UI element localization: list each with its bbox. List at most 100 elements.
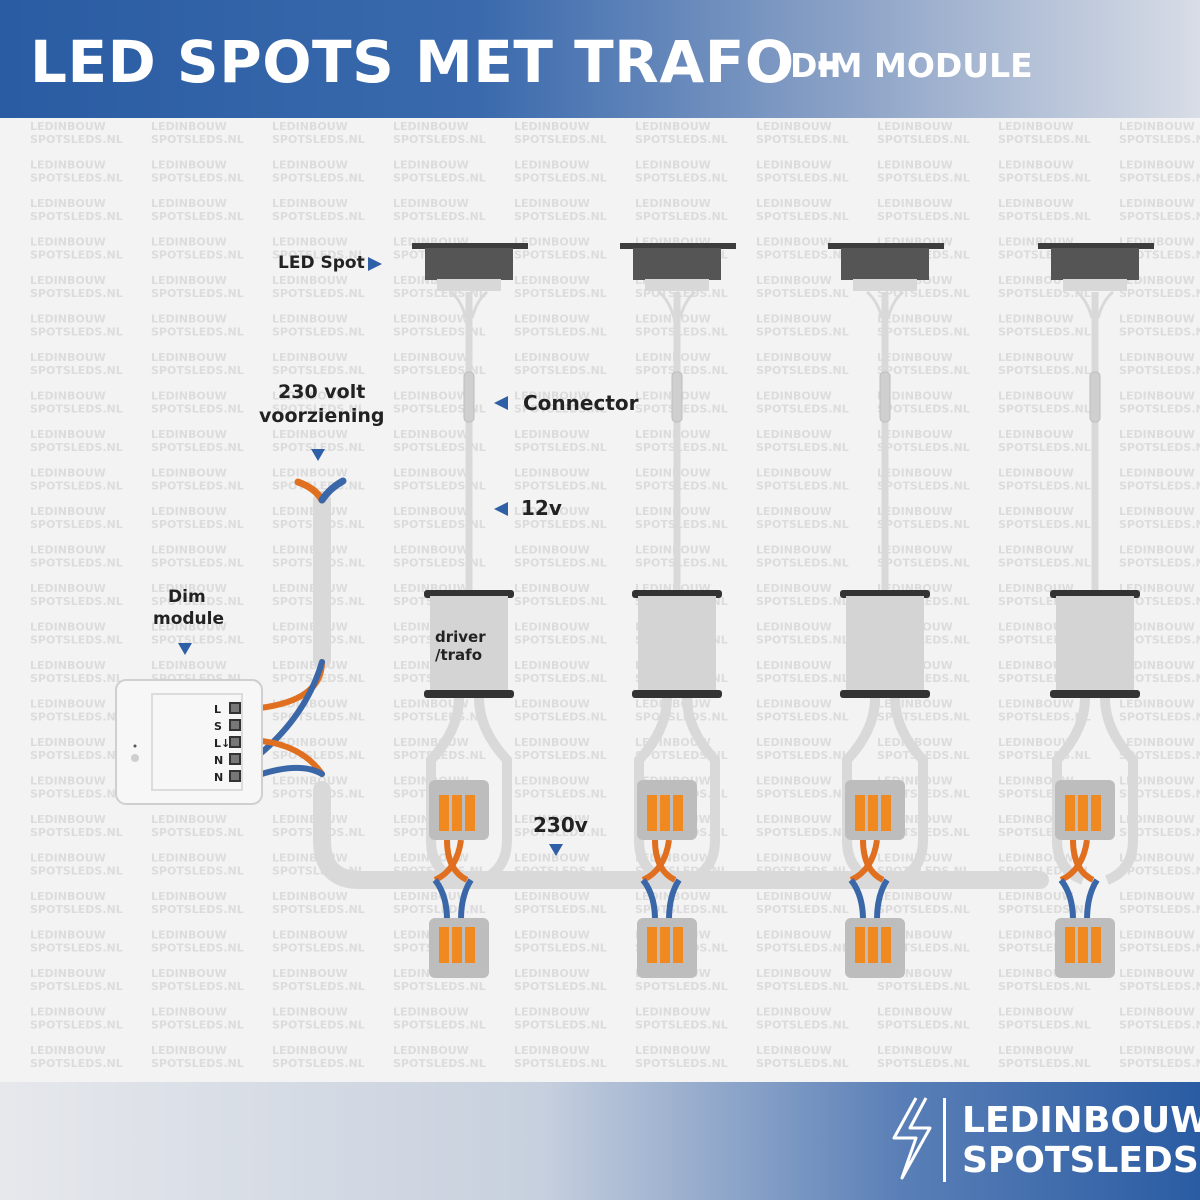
driver-cap-bottom [840,690,930,698]
watermark-text: LEDINBOUW [877,467,953,480]
watermark-text: LEDINBOUW [151,313,227,326]
watermark-text: SPOTSLEDS.NL [151,287,244,300]
watermark-text: LEDINBOUW [272,1044,348,1057]
watermark-text: SPOTSLEDS.NL [151,826,244,839]
watermark-text: LEDINBOUW [756,197,832,210]
watermark-text: SPOTSLEDS.NL [756,287,849,300]
watermark-text: LEDINBOUW [756,736,832,749]
watermark-text: LEDINBOUW [756,582,832,595]
watermark-text: SPOTSLEDS.NL [272,287,365,300]
watermark-text: LEDINBOUW [877,159,953,172]
dim-module-terminals: LSL↓NN [214,702,241,784]
watermark-text: SPOTSLEDS.NL [877,210,970,223]
watermark-text: SPOTSLEDS.NL [272,210,365,223]
mains-cable [313,491,1049,889]
watermark-text: SPOTSLEDS.NL [272,903,365,916]
watermark-text: LEDINBOUW [151,120,227,133]
watermark-text: SPOTSLEDS.NL [1119,942,1200,955]
spot-lead-wires [450,290,488,319]
watermark-text: LEDINBOUW [514,1006,590,1019]
watermark-text: LEDINBOUW [756,236,832,249]
page-title: LED SPOTS MET TRAFO - [30,28,840,96]
watermark-text: SPOTSLEDS.NL [272,980,365,993]
watermark-text: LEDINBOUW [1119,621,1195,634]
watermark-text: SPOTSLEDS.NL [1119,287,1200,300]
watermark-text: LEDINBOUW [1119,313,1195,326]
watermark-text: SPOTSLEDS.NL [756,403,849,416]
watermark-text: SPOTSLEDS.NL [30,826,123,839]
watermark-text: SPOTSLEDS.NL [30,403,123,416]
watermark-text: LEDINBOUW [151,967,227,980]
watermark-text: LEDINBOUW [514,929,590,942]
watermark-text: LEDINBOUW [756,852,832,865]
watermark-text: LEDINBOUW [30,582,106,595]
watermark-text: LEDINBOUW [635,505,711,518]
watermark-text: SPOTSLEDS.NL [30,364,123,377]
watermark-text: LEDINBOUW [30,467,106,480]
wago-lever [881,927,891,963]
terminal-label: N [214,754,223,767]
watermark-text: SPOTSLEDS.NL [151,1057,244,1070]
wago-lever [868,795,878,831]
watermark-text: SPOTSLEDS.NL [151,865,244,878]
watermark-text: LEDINBOUW [998,120,1074,133]
led-spot-rim [828,243,944,249]
driver-cap-bottom [424,690,514,698]
watermark-text: LEDINBOUW [635,428,711,441]
watermark-text: LEDINBOUW [1119,929,1195,942]
watermark-text: SPOTSLEDS.NL [151,634,244,647]
watermark-text: LEDINBOUW [514,852,590,865]
watermark-text: LEDINBOUW [151,505,227,518]
watermark-text: LEDINBOUW [30,659,106,672]
watermark-text: SPOTSLEDS.NL [30,480,123,493]
watermark-text: LEDINBOUW [151,813,227,826]
watermark-text: LEDINBOUW [998,967,1074,980]
led-spot-label: LED Spot [278,253,365,273]
watermark-text: SPOTSLEDS.NL [514,518,607,531]
spot-lead-wires [1076,290,1114,319]
terminal-label: L↓ [214,737,230,750]
watermark-text: LEDINBOUW [756,428,832,441]
neutral-wire [1058,878,1076,921]
watermark-text: LEDINBOUW [756,659,832,672]
watermark-text: LEDINBOUW [30,736,106,749]
watermark-text: SPOTSLEDS.NL [756,749,849,762]
watermark-text: LEDINBOUW [1119,197,1195,210]
watermark-text: LEDINBOUW [272,967,348,980]
watermark-text: SPOTSLEDS.NL [393,1019,486,1032]
watermark-text: LEDINBOUW [30,390,106,403]
dim-module-arrow [178,643,192,655]
watermark-text: SPOTSLEDS.NL [635,711,728,724]
watermark-text: SPOTSLEDS.NL [514,557,607,570]
dim-module [115,679,263,805]
watermark-text: SPOTSLEDS.NL [393,441,486,454]
watermark-text: LEDINBOUW [756,505,832,518]
watermark-text: SPOTSLEDS.NL [1119,1019,1200,1032]
driver-cap-bottom [1050,690,1140,698]
terminal-label: L [214,703,221,716]
watermark-text: LEDINBOUW [877,1006,953,1019]
watermark-text: SPOTSLEDS.NL [635,441,728,454]
watermark-text: LEDINBOUW [393,120,469,133]
led-spot-rim [620,243,736,249]
led-spot-rim [412,243,528,249]
watermark-text: LEDINBOUW [272,390,348,403]
watermark-text: SPOTSLEDS.NL [1119,672,1200,685]
led-spot-base [645,279,709,291]
watermark-text: SPOTSLEDS.NL [756,1019,849,1032]
watermark-text: SPOTSLEDS.NL [635,980,728,993]
watermark-text: LEDINBOUW [30,197,106,210]
watermark-text: SPOTSLEDS.NL [272,172,365,185]
watermark-text: SPOTSLEDS.NL [998,210,1091,223]
watermark-text: SPOTSLEDS.NL [998,1019,1091,1032]
watermark-text: SPOTSLEDS.NL [272,1019,365,1032]
watermark-text: SPOTSLEDS.NL [877,518,970,531]
watermark-text: SPOTSLEDS.NL [1119,1057,1200,1070]
watermark-text: SPOTSLEDS.NL [393,557,486,570]
watermark-text: LEDINBOUW [30,775,106,788]
watermark-text: LEDINBOUW [514,390,590,403]
watermark-text: LEDINBOUW [393,890,469,903]
watermark-text: LEDINBOUW [756,120,832,133]
watermark-text: SPOTSLEDS.NL [1119,326,1200,339]
watermark-text: LEDINBOUW [30,929,106,942]
